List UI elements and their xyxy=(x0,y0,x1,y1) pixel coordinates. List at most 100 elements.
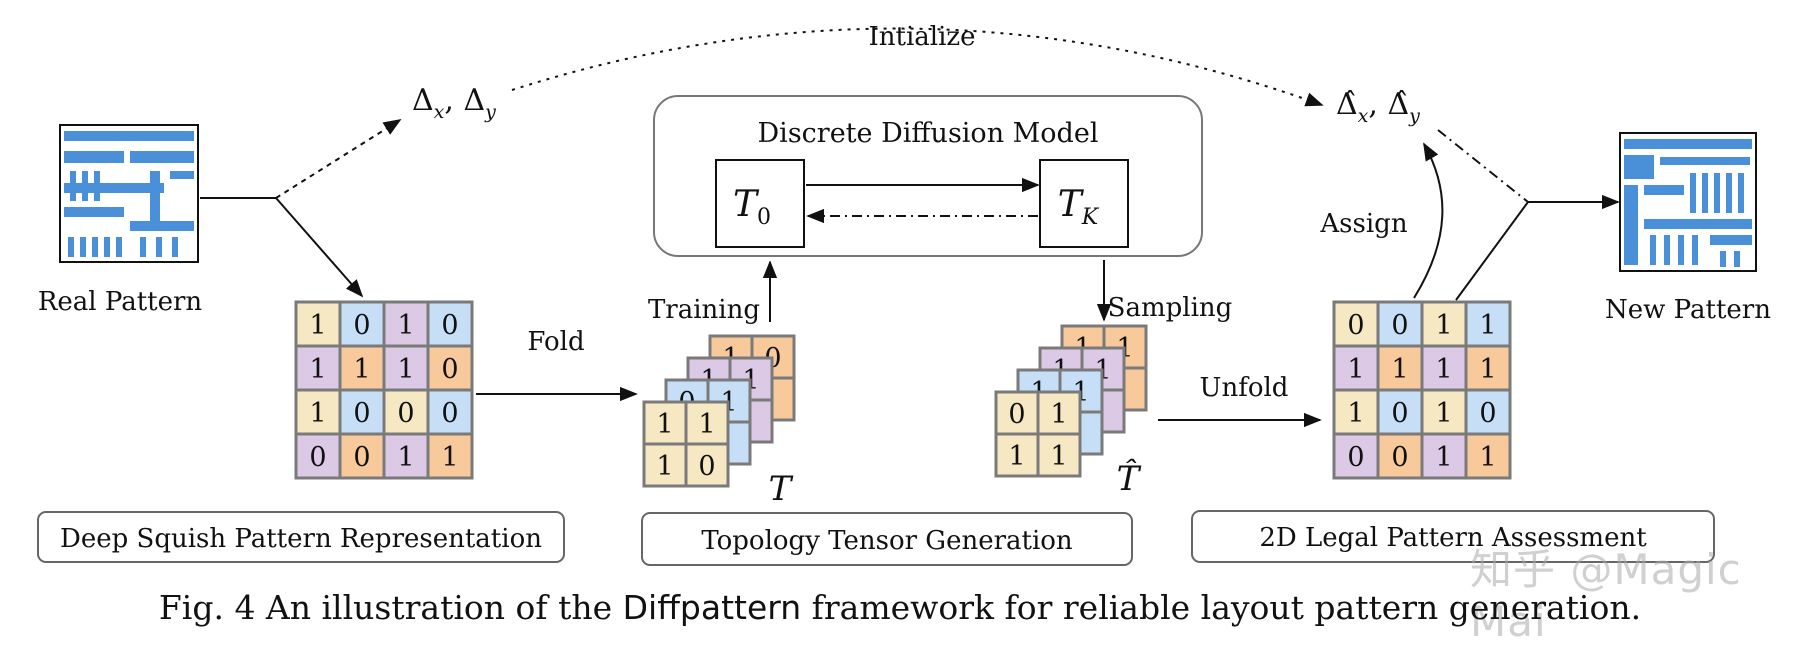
matrix-cell: 1 xyxy=(1347,398,1364,429)
matrix-cell: 0 xyxy=(353,442,370,473)
matrix-cell-bg xyxy=(338,432,386,480)
diffusion-model-title: Discrete Diffusion Model xyxy=(758,118,1099,149)
assign-arrow xyxy=(1413,142,1444,299)
matrix-cell: 0 xyxy=(309,442,326,473)
tensor-front-cell: 1 xyxy=(1008,441,1025,472)
tensor-front-cell: 1 xyxy=(1050,441,1067,472)
matrix-cell: 1 xyxy=(1479,354,1496,385)
matrix-cell-bg xyxy=(426,432,474,480)
real-pattern-image xyxy=(59,124,199,263)
delta-to-junction-dashed xyxy=(1437,129,1529,203)
matrix-cell-bg xyxy=(1464,344,1512,392)
matrix-cell: 0 xyxy=(1391,442,1408,473)
tensor-front-cell: 1 xyxy=(656,409,673,440)
tensor-front-cell: 0 xyxy=(1008,399,1025,430)
tensor-front-cell: 1 xyxy=(698,409,715,440)
section-box-generation xyxy=(641,512,1133,566)
section-assessment-label: 2D Legal Pattern Assessment xyxy=(1259,523,1647,553)
tk-box xyxy=(1039,159,1129,248)
assign-label: Assign xyxy=(1319,209,1407,239)
section-box-representation xyxy=(37,511,565,563)
new-pattern-label: New Pattern xyxy=(1605,295,1771,325)
unfold-label: Unfold xyxy=(1200,373,1289,403)
matrix-cell-bg xyxy=(1464,432,1512,480)
tensor-front-cell-bg xyxy=(684,442,730,488)
real-to-matrix-arrow xyxy=(275,197,364,298)
matrix-to-junction-line xyxy=(1455,201,1529,301)
matrix-cell: 1 xyxy=(397,442,414,473)
matrix-cell: 0 xyxy=(1347,442,1364,473)
section-generation-label: Topology Tensor Generation xyxy=(701,526,1073,556)
section-representation-label: Deep Squish Pattern Representation xyxy=(60,524,542,554)
matrix-cell-bg xyxy=(1420,344,1468,392)
tensor-front-cell: 1 xyxy=(1050,399,1067,430)
matrix-cell: 1 xyxy=(397,354,414,385)
matrix-cell: 0 xyxy=(353,310,370,341)
matrix-cell: 0 xyxy=(1391,310,1408,341)
tensor-front-cell: 0 xyxy=(698,451,715,482)
matrix-cell: 1 xyxy=(1391,354,1408,385)
section-box-assessment xyxy=(1191,510,1715,563)
matrix-cell: 0 xyxy=(441,354,458,385)
matrix-cell: 1 xyxy=(441,442,458,473)
matrix-cell: 1 xyxy=(1435,354,1452,385)
tensor-front-cell-bg xyxy=(1036,432,1082,478)
matrix-cell: 1 xyxy=(1435,398,1452,429)
t0-box xyxy=(715,159,805,248)
tensor-T-hat-label: T̂ xyxy=(1117,458,1142,499)
matrix-cell: 1 xyxy=(1435,442,1452,473)
matrix-cell: 0 xyxy=(1391,398,1408,429)
matrix-cell: 0 xyxy=(441,310,458,341)
real-to-delta-arrow xyxy=(275,119,402,199)
matrix-cell-bg xyxy=(1420,432,1468,480)
matrix-cell: 1 xyxy=(309,354,326,385)
fold-label: Fold xyxy=(527,327,584,357)
initialize-label: Intialize xyxy=(869,22,976,52)
caption-prefix: Fig. 4 An illustration of the xyxy=(158,588,623,627)
matrix-cell-bg xyxy=(426,344,474,392)
matrix-cell: 1 xyxy=(1479,442,1496,473)
matrix-cell: 0 xyxy=(353,398,370,429)
caption-framework-name: Diffpattern xyxy=(622,588,802,627)
matrix-cell-bg xyxy=(1332,344,1380,392)
delta-right-label: Δ̂x, Δ̂y xyxy=(1336,87,1420,127)
matrix-cell-bg xyxy=(294,432,342,480)
tensor-front-cell: 1 xyxy=(656,451,673,482)
tensor-front-cell-bg xyxy=(642,442,688,488)
caption-suffix: framework for reliable layout pattern ge… xyxy=(801,588,1642,627)
matrix-cell: 0 xyxy=(1347,310,1364,341)
matrix-cell: 1 xyxy=(309,398,326,429)
tensor-T-label: T xyxy=(769,469,794,509)
matrix-cell: 0 xyxy=(397,398,414,429)
real-pattern-label: Real Pattern xyxy=(38,287,203,317)
topology-tensor-T-hat: 1111110111 xyxy=(994,324,1148,478)
matrix-cell: 1 xyxy=(309,310,326,341)
new-pattern-image xyxy=(1619,132,1757,272)
tensor-front-cell-bg xyxy=(1036,390,1082,436)
delta-left-label: Δx, Δy xyxy=(412,83,496,123)
tensor-front-cell-bg xyxy=(994,432,1040,478)
matrix-cell-bg xyxy=(338,344,386,392)
matrix-cell: 1 xyxy=(353,354,370,385)
initialize-arc xyxy=(511,27,1324,107)
matrix-cell-bg xyxy=(1332,388,1380,436)
matrix-cell: 0 xyxy=(441,398,458,429)
matrix-cell: 1 xyxy=(1435,310,1452,341)
figure-caption: Fig. 4 An illustration of the Diffpatter… xyxy=(0,588,1800,627)
sampling-label: Sampling xyxy=(1108,293,1233,323)
matrix-cell-bg xyxy=(1420,300,1468,348)
t0-label: T0 xyxy=(733,184,771,230)
tensor-front-cell-bg xyxy=(642,400,688,446)
matrix-cell: 1 xyxy=(1479,310,1496,341)
topology-tensor-T: 1011011110 xyxy=(642,334,796,488)
matrix-cell: 1 xyxy=(1347,354,1364,385)
matrix-cell-bg xyxy=(294,388,342,436)
matrix-cell: 0 xyxy=(1479,398,1496,429)
training-label: Training xyxy=(648,295,760,325)
tk-label: TK xyxy=(1058,184,1100,230)
tensor-front-cell-bg xyxy=(684,400,730,446)
